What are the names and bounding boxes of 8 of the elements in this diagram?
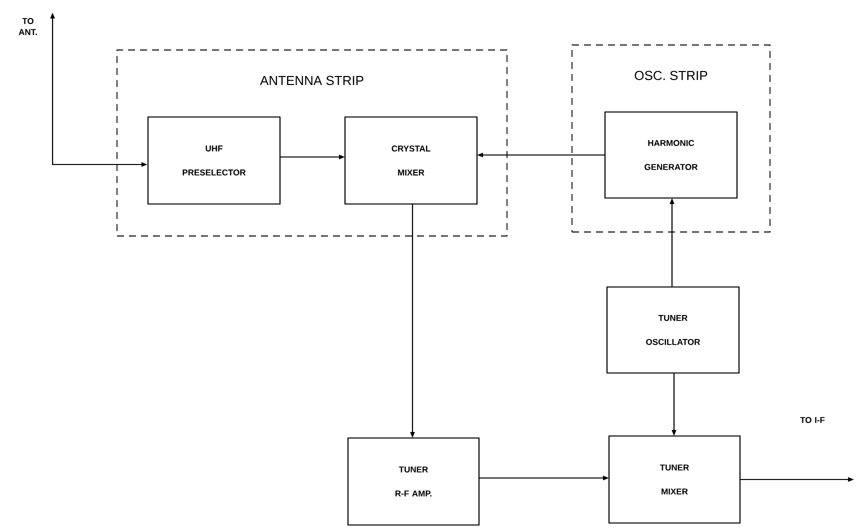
block-box: TUNER OSCILLATOR [606,286,740,374]
block-box: UHF PRESELECTOR [147,116,281,205]
block-box: HARMONIC GENERATOR [604,111,738,199]
terminal-label: TO I-F [800,417,825,423]
block-box: TUNER MIXER [608,435,741,524]
terminal-label: TO ANT. [18,18,37,35]
block-box: TUNER R-F AMP. [347,437,480,526]
block-box: CRYSTAL MIXER [344,116,478,205]
